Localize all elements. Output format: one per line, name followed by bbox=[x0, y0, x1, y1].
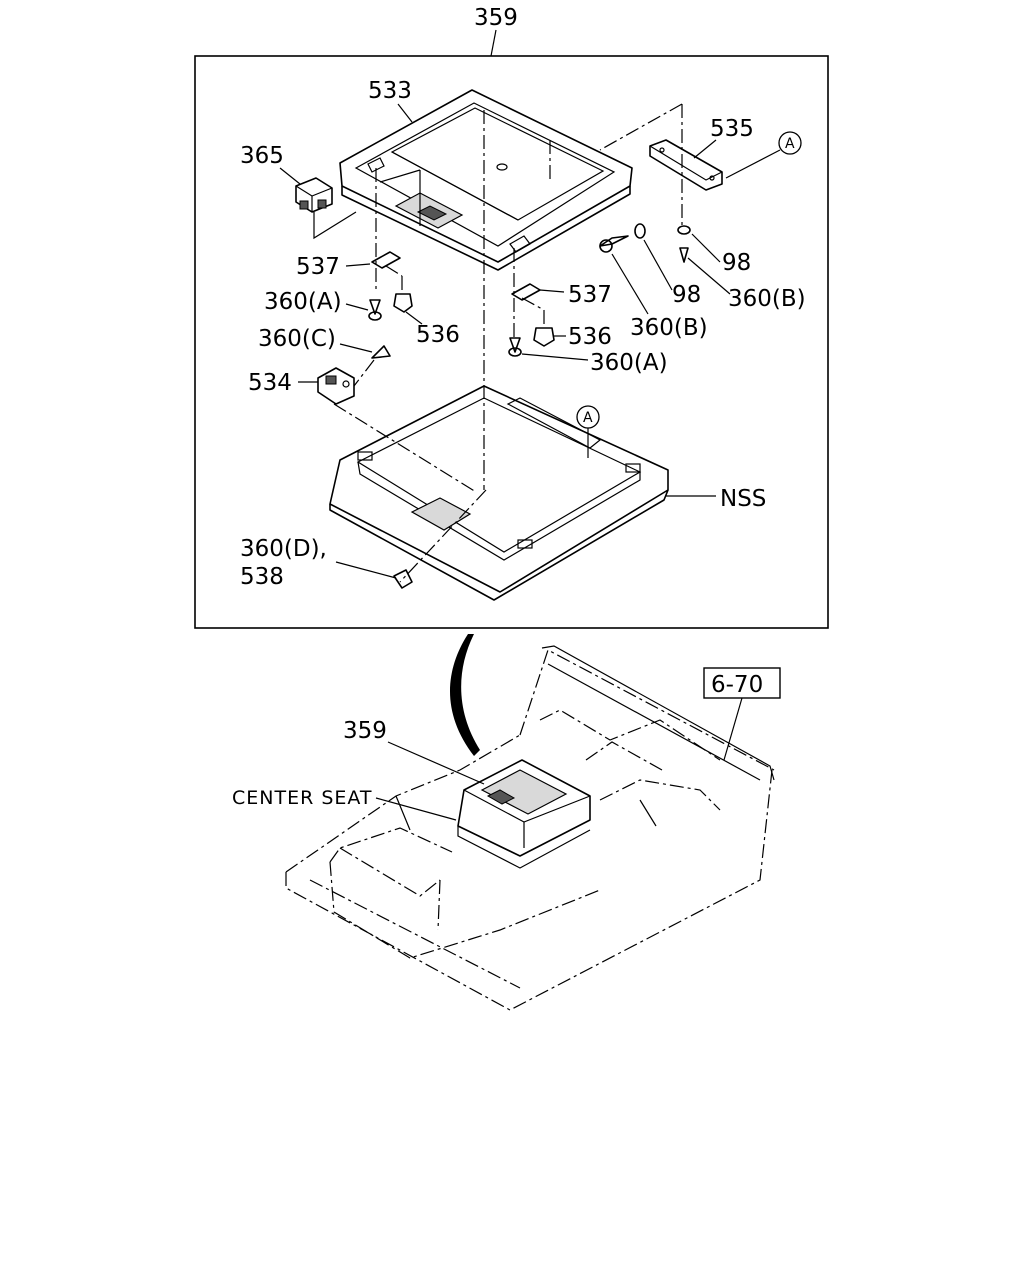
nut-536-right bbox=[533, 327, 555, 347]
ref-a-top: A bbox=[785, 136, 795, 152]
label-center-seat: CENTER SEAT bbox=[232, 787, 373, 809]
label-534: 534 bbox=[248, 370, 292, 396]
label-365: 365 bbox=[240, 143, 284, 169]
leader-533 bbox=[397, 103, 413, 123]
pointer-arrow bbox=[450, 634, 480, 756]
label-537-right: 537 bbox=[568, 282, 612, 308]
center-console-359 bbox=[457, 759, 591, 869]
leader-a-top bbox=[725, 149, 781, 179]
leader-359-locator bbox=[387, 741, 485, 785]
latch-534 bbox=[317, 367, 355, 405]
washer-98-a bbox=[634, 223, 646, 239]
label-359-locator: 359 bbox=[343, 718, 387, 744]
label-536-left: 536 bbox=[416, 322, 460, 348]
label-nss: NSS bbox=[720, 486, 766, 512]
label-537-left: 537 bbox=[296, 254, 340, 280]
bracket-535 bbox=[649, 139, 723, 191]
label-359-top: 359 bbox=[474, 5, 518, 31]
tray-base bbox=[329, 385, 669, 601]
clip-537-left bbox=[371, 251, 401, 269]
label-535: 535 bbox=[710, 116, 754, 142]
screw-360b-a bbox=[679, 247, 689, 263]
leader-359 bbox=[490, 29, 497, 57]
ref-circle-a-top bbox=[778, 131, 802, 155]
ref-a-tray: A bbox=[583, 410, 593, 426]
switch-365 bbox=[295, 177, 333, 213]
leader-365 bbox=[279, 167, 301, 185]
screw-360a-left bbox=[369, 299, 381, 315]
label-360b-right: 360(B) bbox=[728, 286, 806, 312]
label-360b-mid: 360(B) bbox=[630, 315, 708, 341]
label-360c: 360(C) bbox=[258, 326, 336, 352]
label-360a-right: 360(A) bbox=[590, 350, 668, 376]
cover-533 bbox=[339, 89, 633, 271]
screw-360c bbox=[371, 345, 391, 359]
label-98-mid: 98 bbox=[672, 282, 701, 308]
label-538: 538 bbox=[240, 564, 284, 590]
label-98-right: 98 bbox=[722, 250, 751, 276]
exploded-view-frame bbox=[194, 55, 829, 629]
ref-page-box bbox=[703, 667, 781, 699]
vehicle-floor-outline bbox=[285, 645, 775, 1011]
label-360a-left: 360(A) bbox=[264, 289, 342, 315]
leader-center-seat bbox=[375, 797, 457, 821]
label-ref-page: 6-70 bbox=[711, 672, 763, 698]
screw-360a-right bbox=[509, 337, 521, 353]
leader-535 bbox=[693, 139, 717, 159]
leader-ref-page bbox=[723, 697, 743, 761]
nut-536-left bbox=[393, 293, 413, 313]
washer-98-b bbox=[677, 225, 691, 235]
label-360d: 360(D), bbox=[240, 536, 327, 562]
clip-537-right bbox=[511, 283, 541, 301]
screw-360d-538 bbox=[393, 569, 413, 589]
switch-to-cover-line bbox=[313, 211, 357, 240]
label-533: 533 bbox=[368, 78, 412, 104]
label-536-right: 536 bbox=[568, 324, 612, 350]
